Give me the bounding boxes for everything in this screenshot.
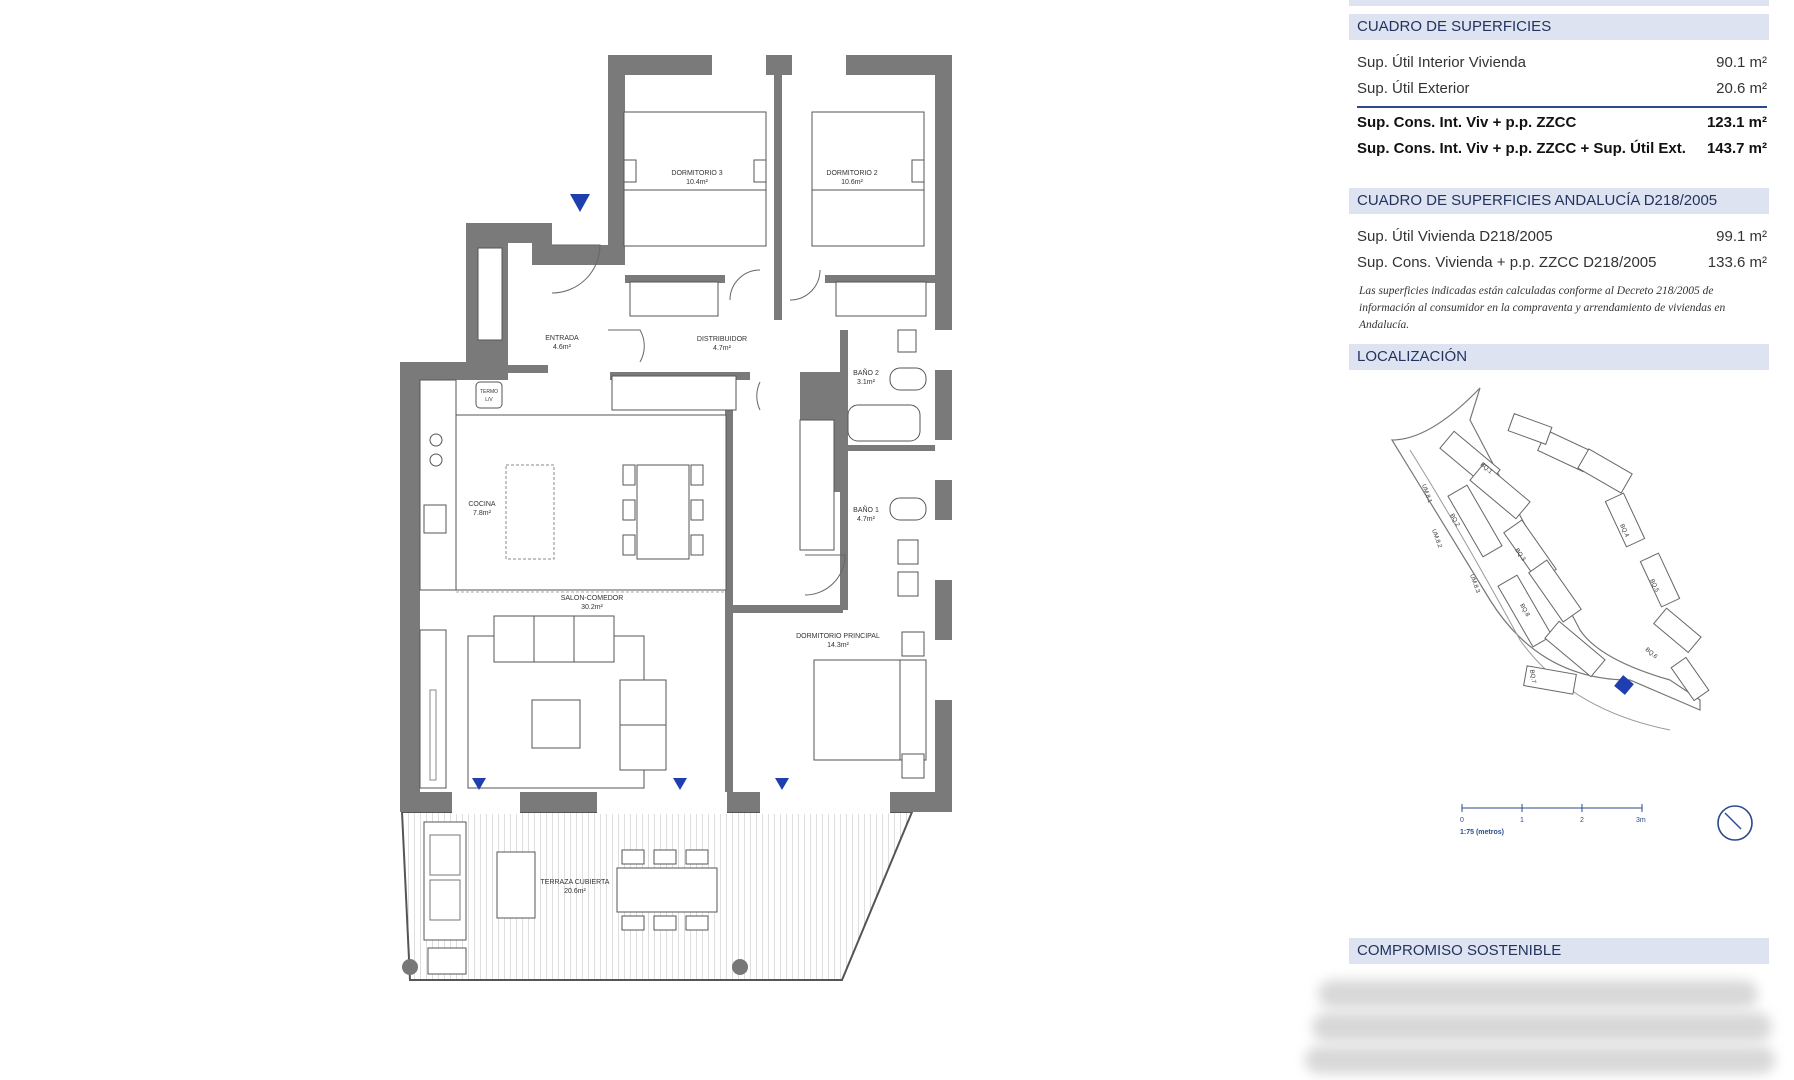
cuadro-andalucia-header: CUADRO DE SUPERFICIES ANDALUCÍA D218/200… — [1349, 188, 1769, 214]
andalucia-row: Sup. Cons. Vivienda + p.p. ZZCC D218/200… — [1357, 254, 1767, 271]
room-label-bano2: BAÑO 2 — [853, 368, 879, 377]
blurred-area — [1305, 1046, 1775, 1074]
room-area-dormitorio2: 10.6m² — [841, 179, 863, 186]
andalucia-label: Sup. Útil Vivienda D218/2005 — [1357, 228, 1553, 245]
block-label: BQ.6 — [1644, 647, 1659, 661]
superficie-value: 20.6 m² — [1716, 80, 1767, 97]
blurred-area — [1318, 980, 1758, 1008]
room-area-dormitorio-principal: 14.3m² — [827, 642, 849, 649]
superficie-label: Sup. Útil Exterior — [1357, 80, 1470, 97]
superficie-row: Sup. Útil Exterior 20.6 m² — [1357, 80, 1767, 97]
andalucia-value: 133.6 m² — [1707, 254, 1767, 271]
room-area-cocina: 7.8m² — [473, 510, 492, 517]
view-marker-icon — [472, 778, 486, 790]
room-area-bano1: 4.7m² — [857, 516, 876, 523]
view-marker-icon — [673, 778, 687, 790]
master-bedroom: DORMITORIO PRINCIPAL 14.3m² — [796, 631, 927, 779]
scale-label: 1:75 (metros) — [1460, 829, 1504, 836]
compromiso-sostenible-header: COMPROMISO SOSTENIBLE — [1349, 938, 1769, 964]
andalucia-value: 99.1 m² — [1716, 228, 1767, 245]
bedroom-2: DORMITORIO 2 10.6m² — [811, 111, 927, 317]
north-compass-icon — [1717, 805, 1753, 841]
block-label: BQ.5 — [1648, 578, 1659, 594]
floor-plan: TERRAZA CUBIERTA 20.6m² — [400, 53, 954, 981]
room-label-bano1: BAÑO 1 — [853, 505, 879, 514]
room-label-entrada: ENTRADA — [545, 335, 579, 342]
superficie-row: Sup. Útil Interior Vivienda 90.1 m² — [1357, 54, 1767, 71]
room-area-dormitorio3: 10.4m² — [686, 179, 708, 186]
selected-unit-marker — [1614, 675, 1634, 695]
localizacion-header: LOCALIZACIÓN — [1349, 344, 1769, 370]
view-marker-icon — [775, 778, 789, 790]
superficie-value: 90.1 m² — [1716, 54, 1767, 71]
terrace: TERRAZA CUBIERTA 20.6m² — [400, 811, 914, 981]
doors — [551, 244, 846, 596]
superficie-divider — [1357, 106, 1767, 108]
bathroom-1: BAÑO 1 4.7m² — [799, 419, 927, 597]
termo-sub: L/V — [485, 397, 493, 403]
site-map: BQ.1 BQ.2 BQ.3 BQ.4 BQ.5 BQ.6 BQ.7 BQ.8 … — [1390, 387, 1710, 731]
superficie-total-label: Sup. Cons. Int. Viv + p.p. ZZCC — [1357, 114, 1577, 131]
blurred-area — [1312, 1012, 1772, 1042]
andalucia-note: Las superficies indicadas están calculad… — [1359, 285, 1726, 331]
view-marker-icon — [570, 194, 590, 212]
superficie-total-value: 143.7 m² — [1706, 140, 1767, 157]
superficie-total-label: Sup. Cons. Int. Viv + p.p. ZZCC + Sup. Ú… — [1357, 140, 1686, 157]
superficie-total-row: Sup. Cons. Int. Viv + p.p. ZZCC 123.1 m² — [1357, 114, 1767, 131]
top-bar — [1349, 0, 1769, 6]
room-label-cocina: COCINA — [468, 501, 496, 508]
scale-tick: 3m — [1636, 817, 1646, 824]
block-label: BQ.7 — [1528, 669, 1536, 684]
room-label-terraza: TERRAZA CUBIERTA — [541, 879, 610, 886]
room-area-entrada: 4.6m² — [553, 344, 572, 351]
block-label: UM.8.1 — [1420, 484, 1432, 505]
view-markers — [472, 194, 789, 790]
room-label-dormitorio-principal: DORMITORIO PRINCIPAL — [796, 633, 880, 640]
superficie-label: Sup. Útil Interior Vivienda — [1357, 54, 1526, 71]
termo-label: TERMO — [480, 389, 498, 395]
block-label: BQ.4 — [1618, 523, 1629, 539]
room-area-bano2: 3.1m² — [857, 379, 876, 386]
superficie-total-value: 123.1 m² — [1706, 114, 1767, 131]
room-area-salon: 30.2m² — [581, 604, 603, 611]
bedroom-3: DORMITORIO 3 10.4m² — [623, 111, 767, 317]
scale-tick: 1 — [1520, 817, 1524, 824]
room-label-distribuidor: DISTRIBUIDOR — [697, 336, 747, 343]
block-label: UM.8.3 — [1468, 574, 1480, 595]
living-room: SALON-COMEDOR 30.2m² — [419, 591, 726, 789]
superficie-total-row: Sup. Cons. Int. Viv + p.p. ZZCC + Sup. Ú… — [1357, 140, 1767, 157]
scale-tick: 2 — [1580, 817, 1584, 824]
room-area-terraza: 20.6m² — [564, 888, 586, 895]
scale-tick: 0 — [1460, 817, 1464, 824]
room-label-dormitorio3: DORMITORIO 3 — [671, 170, 722, 177]
kitchen: TERMO L/V COCINA 7.8m² — [419, 379, 727, 591]
andalucia-label: Sup. Cons. Vivienda + p.p. ZZCC D218/200… — [1357, 254, 1657, 271]
andalucia-row: Sup. Útil Vivienda D218/2005 99.1 m² — [1357, 228, 1767, 245]
scale-bar: 0 1 2 3m 1:75 (metros) — [1460, 804, 1646, 836]
room-label-salon: SALON-COMEDOR — [561, 595, 624, 602]
cuadro-superficies-header: CUADRO DE SUPERFICIES — [1349, 14, 1769, 40]
block-label: UM.8.2 — [1430, 529, 1442, 550]
room-area-distribuidor: 4.7m² — [713, 345, 732, 352]
room-label-dormitorio2: DORMITORIO 2 — [826, 170, 877, 177]
bathroom-2: BAÑO 2 3.1m² — [847, 329, 927, 442]
